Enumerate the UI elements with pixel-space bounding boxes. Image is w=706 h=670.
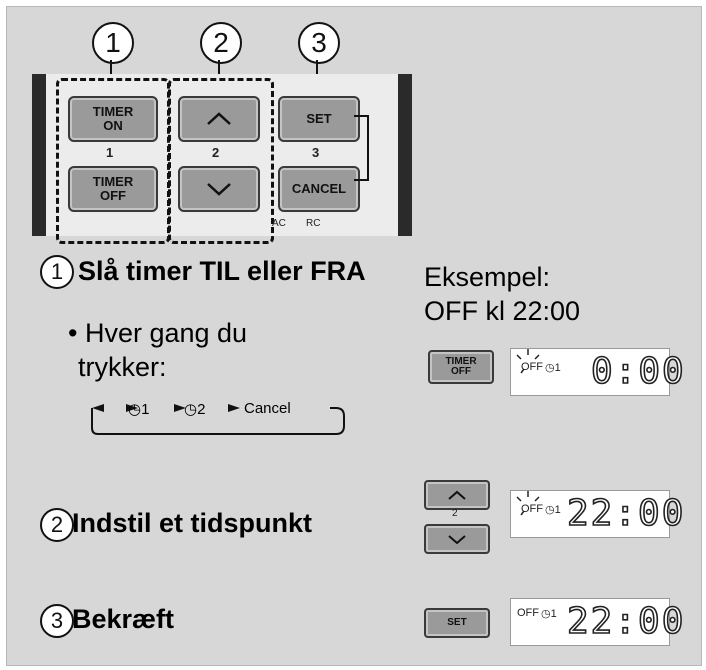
- lcd-time: 0:00: [590, 350, 686, 393]
- chevron-down-icon: [207, 183, 231, 196]
- cycle-arrow-path: [91, 404, 345, 435]
- lcd-timer-label: ◷1: [545, 362, 561, 374]
- lcd-timer-label: ◷1: [541, 608, 557, 620]
- callout-3: 3: [298, 22, 340, 64]
- example-value: OFF kl 22:00: [424, 296, 581, 326]
- callout-1: 1: [92, 22, 134, 64]
- lcd-display-step2: OFF ◷1 22:00: [510, 490, 684, 538]
- step3-title: Bekræft: [72, 604, 175, 634]
- lcd-time: 22:00: [566, 600, 686, 643]
- timer-on-button[interactable]: TIMER ON: [68, 96, 158, 142]
- example-label: Eksempel:: [424, 262, 551, 292]
- step2-title: Indstil et tidspunkt: [72, 508, 312, 538]
- cycle-cancel: Cancel: [244, 400, 291, 417]
- lcd-timer-label: ◷1: [545, 504, 561, 516]
- step2-up-button[interactable]: [424, 480, 490, 510]
- lcd-off-label: OFF: [517, 607, 539, 619]
- cancel-button[interactable]: CANCEL: [278, 166, 360, 212]
- blink-icon: [516, 491, 540, 516]
- step2-circle: 2: [40, 508, 74, 542]
- down-button[interactable]: [178, 166, 260, 212]
- lcd-off-label: OFF: [521, 361, 543, 373]
- set-button[interactable]: SET: [278, 96, 360, 142]
- lcd-time: 22:00: [566, 492, 686, 535]
- remote-label-3: 3: [312, 145, 320, 160]
- highlight-arrow-buttons: [168, 78, 274, 244]
- step1-circle: 1: [40, 255, 74, 289]
- up-button[interactable]: [178, 96, 260, 142]
- remote-label-2: 2: [212, 145, 220, 160]
- lcd-off-label: OFF: [521, 503, 543, 515]
- blink-icon: [516, 349, 540, 374]
- chevron-down-icon: [448, 535, 466, 544]
- step3-set-button[interactable]: SET: [424, 608, 490, 638]
- remote-rc-label: RC: [306, 218, 321, 229]
- step2-num-label: 2: [452, 508, 458, 519]
- step1-bullet-line1: • Hver gang du: [68, 318, 248, 348]
- step3-circle: 3: [40, 604, 74, 638]
- set-cancel-bracket: [354, 115, 369, 181]
- remote-ac-label: AC: [272, 218, 286, 229]
- cycle-timer2: ◷2: [184, 401, 206, 418]
- remote-right-edge: [398, 74, 412, 236]
- step1-bullet-line2: trykker:: [78, 352, 167, 382]
- timer-off-button[interactable]: TIMER OFF: [68, 166, 158, 212]
- step2-down-button[interactable]: [424, 524, 490, 554]
- remote-left-edge: [32, 74, 46, 236]
- chevron-up-icon: [207, 112, 231, 125]
- chevron-up-icon: [448, 490, 466, 500]
- lcd-display-example: OFF ◷1 0:00: [510, 348, 685, 396]
- example-timer-off-button[interactable]: TIMER OFF: [428, 350, 494, 384]
- cycle-timer1: ◷1: [128, 401, 150, 418]
- step1-title: Slå timer TIL eller FRA: [78, 256, 366, 286]
- lcd-display-step3: OFF ◷1 22:00: [510, 598, 684, 646]
- callout-2: 2: [200, 22, 242, 64]
- remote-label-1: 1: [106, 145, 114, 160]
